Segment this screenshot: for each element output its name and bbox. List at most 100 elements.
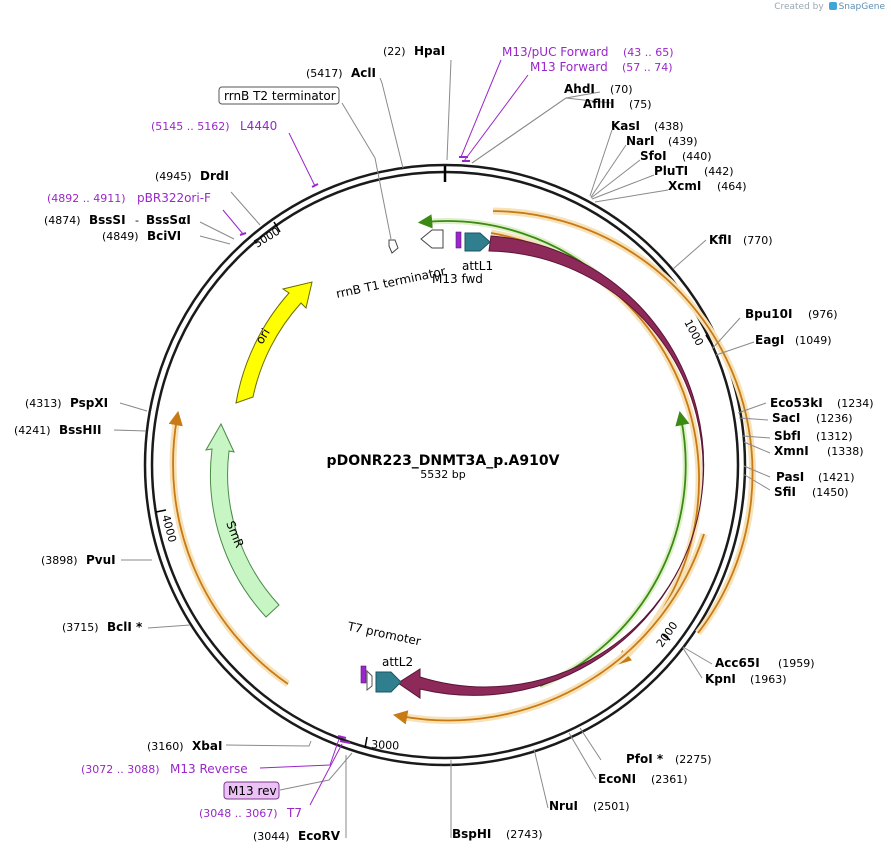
enzyme-afliii-pos: (75) bbox=[629, 98, 652, 111]
enzyme-sfii[interactable]: SfiI (1450) bbox=[774, 485, 849, 499]
enzyme-bpu10i[interactable]: Bpu10I (976) bbox=[745, 307, 838, 321]
enzyme-acc65i[interactable]: Acc65I (1959) bbox=[715, 656, 815, 670]
leader-lines bbox=[113, 59, 771, 838]
enzyme-pspxi-pos: (4313) bbox=[25, 397, 62, 410]
enzyme-ahdi[interactable]: AhdI (70) bbox=[564, 82, 633, 96]
enzyme-kasi-pos: (438) bbox=[654, 120, 684, 133]
attl1-label: attL1 bbox=[462, 259, 493, 273]
enzyme-kasi[interactable]: KasI (438) bbox=[611, 119, 684, 133]
enzyme-xmni[interactable]: XmnI (1338) bbox=[774, 444, 864, 458]
enzyme-bcivi[interactable]: (4849) BciVI bbox=[102, 229, 181, 243]
enzyme-eco53ki-pos: (1234) bbox=[837, 397, 874, 410]
enzyme-pfoi-name: PfoI * bbox=[626, 752, 664, 766]
primer-t7[interactable]: (3048 .. 3067) T7 bbox=[199, 806, 302, 820]
primer-m13puc-name: M13/pUC Forward bbox=[502, 45, 609, 59]
enzyme-kfli[interactable]: KflI (770) bbox=[709, 233, 773, 247]
enzyme-nari-name: NarI bbox=[626, 134, 655, 148]
enzyme-bsphi-name: BspHI bbox=[452, 827, 491, 841]
m13-rev-callout[interactable]: M13 rev bbox=[223, 781, 280, 800]
enzyme-ecorv[interactable]: (3044) EcoRV bbox=[253, 829, 341, 843]
enzyme-sfoi-name: SfoI bbox=[640, 149, 667, 163]
enzyme-acc65i-name: Acc65I bbox=[715, 656, 760, 670]
enzyme-nrui-name: NruI bbox=[549, 799, 578, 813]
primer-m13puc-range: (43 .. 65) bbox=[623, 46, 674, 59]
enzyme-drdi-pos: (4945) bbox=[155, 170, 192, 183]
enzyme-econi[interactable]: EcoNI (2361) bbox=[598, 772, 688, 786]
primer-m13rev-name: M13 Reverse bbox=[170, 762, 248, 776]
attl2-feature[interactable] bbox=[375, 671, 402, 693]
enzyme-hpai[interactable]: (22) HpaI bbox=[383, 44, 445, 58]
enzyme-bsssi-pos: (4874) bbox=[44, 214, 81, 227]
smr-feature[interactable] bbox=[205, 422, 280, 618]
enzyme-bcli[interactable]: (3715) BclI * bbox=[62, 620, 143, 634]
enzyme-sfii-pos: (1450) bbox=[812, 486, 849, 499]
enzyme-saci-name: SacI bbox=[772, 411, 800, 425]
enzyme-bsssi[interactable]: (4874) BssSI - BssSαI bbox=[44, 213, 191, 227]
enzyme-acc65i-pos: (1959) bbox=[778, 657, 815, 670]
m13-rev-feature[interactable] bbox=[360, 665, 367, 684]
enzyme-pfoi[interactable]: PfoI * (2275) bbox=[626, 752, 712, 766]
enzyme-xbai-name: XbaI bbox=[192, 739, 222, 753]
enzyme-nrui[interactable]: NruI (2501) bbox=[549, 799, 630, 813]
primer-l4440[interactable]: (5145 .. 5162) L4440 bbox=[151, 119, 277, 133]
ori-feature[interactable] bbox=[235, 281, 313, 404]
orf-arc-right-outer-glow bbox=[492, 207, 757, 636]
enzyme-pspxi[interactable]: (4313) PspXI bbox=[25, 396, 108, 410]
enzyme-afliii[interactable]: AflIII (75) bbox=[583, 97, 652, 111]
primer-m13fwd-range: (57 .. 74) bbox=[622, 61, 673, 74]
enzyme-bsssi-sep: - bbox=[135, 214, 139, 227]
orf-arc-right-outer bbox=[492, 210, 754, 634]
enzyme-sfoi[interactable]: SfoI (440) bbox=[640, 149, 712, 163]
enzyme-pasi[interactable]: PasI (1421) bbox=[776, 470, 855, 484]
rrnb-t1-terminator-label: rrnB T1 terminator bbox=[335, 264, 447, 301]
snapgene-brand: Created by SnapGene bbox=[774, 2, 885, 12]
primer-pbr322[interactable]: (4892 .. 4911) pBR322ori-F bbox=[47, 191, 211, 205]
enzyme-drdi[interactable]: (4945) DrdI bbox=[155, 169, 229, 183]
enzyme-bcli-pos: (3715) bbox=[62, 621, 99, 634]
primer-m13puc[interactable]: M13/pUC Forward (43 .. 65) bbox=[502, 45, 674, 59]
enzyme-bsphi[interactable]: BspHI (2743) bbox=[452, 827, 543, 841]
enzyme-xcmi[interactable]: XcmI (464) bbox=[668, 179, 747, 193]
plasmid-name: pDONR223_DNMT3A_p.A910V bbox=[327, 453, 560, 469]
enzyme-nrui-pos: (2501) bbox=[593, 800, 630, 813]
primer-m13fwd[interactable]: M13 Forward (57 .. 74) bbox=[530, 60, 673, 74]
enzyme-eco53ki[interactable]: Eco53kI (1234) bbox=[770, 396, 874, 410]
enzyme-eagi[interactable]: EagI (1049) bbox=[755, 333, 832, 347]
orf-arc-right-mid-glow bbox=[490, 229, 703, 663]
t7-promoter-feature[interactable] bbox=[366, 669, 373, 692]
enzyme-acli[interactable]: (5417) AclI bbox=[306, 66, 376, 80]
enzyme-kasi-name: KasI bbox=[611, 119, 640, 133]
attl1-feature[interactable] bbox=[464, 232, 491, 252]
enzyme-pfoi-pos: (2275) bbox=[675, 753, 712, 766]
rrnb-t1-terminator-feature[interactable] bbox=[420, 229, 444, 249]
dnmt3a-feature[interactable] bbox=[397, 235, 705, 699]
rrnb-t2-terminator-callout[interactable]: rrnB T2 terminator bbox=[218, 86, 340, 105]
enzyme-xbai[interactable]: (3160) XbaI bbox=[147, 739, 222, 753]
enzyme-pspxi-name: PspXI bbox=[70, 396, 108, 410]
enzyme-afliii-name: AflIII bbox=[583, 97, 615, 111]
enzyme-bcli-name: BclI * bbox=[107, 620, 143, 634]
primer-l4440-range: (5145 .. 5162) bbox=[151, 120, 230, 133]
primer-pbr322-range: (4892 .. 4911) bbox=[47, 192, 126, 205]
enzyme-pvui[interactable]: (3898) PvuI bbox=[41, 553, 116, 567]
enzyme-sbfi[interactable]: SbfI (1312) bbox=[774, 429, 853, 443]
enzyme-saci[interactable]: SacI (1236) bbox=[772, 411, 853, 425]
enzyme-bsshii[interactable]: (4241) BssHII bbox=[14, 423, 101, 437]
rrnb-t2-terminator-feature[interactable] bbox=[388, 239, 399, 254]
enzyme-bcivi-pos: (4849) bbox=[102, 230, 139, 243]
enzyme-hpai-name: HpaI bbox=[414, 44, 445, 58]
enzyme-kpni[interactable]: KpnI (1963) bbox=[705, 672, 787, 686]
m13-fwd-feature[interactable] bbox=[455, 231, 462, 249]
snapgene-logo-icon bbox=[828, 2, 837, 10]
primer-m13rev[interactable]: (3072 .. 3088) M13 Reverse bbox=[81, 762, 248, 776]
primer-m13rev-range: (3072 .. 3088) bbox=[81, 763, 160, 776]
enzyme-pvui-name: PvuI bbox=[86, 553, 116, 567]
enzyme-xbai-pos: (3160) bbox=[147, 740, 184, 753]
enzyme-kpni-name: KpnI bbox=[705, 672, 736, 686]
enzyme-nari[interactable]: NarI (439) bbox=[626, 134, 698, 148]
enzyme-pasi-pos: (1421) bbox=[818, 471, 855, 484]
enzyme-pluti[interactable]: PluTI (442) bbox=[654, 164, 734, 178]
orf-arc-bottom bbox=[392, 533, 705, 725]
primer-t7-name: T7 bbox=[286, 806, 302, 820]
orf-arc-green-right bbox=[539, 410, 690, 687]
